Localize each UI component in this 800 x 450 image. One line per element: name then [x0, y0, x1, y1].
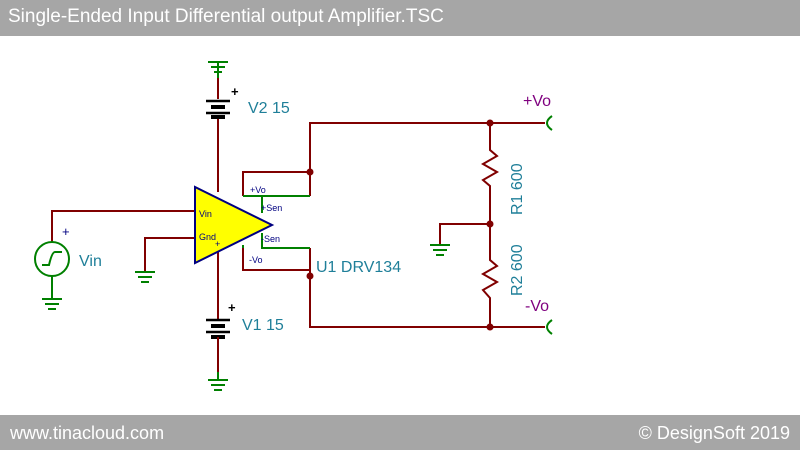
wire-gnd-pin — [144, 237, 195, 272]
vin-polarity: + — [62, 224, 70, 239]
pin-vin-label: Vin — [199, 209, 212, 219]
resistor-r2-icon[interactable] — [480, 255, 500, 304]
wire-vin-to-opamp — [51, 210, 195, 242]
copyright-text: © DesignSoft 2019 — [638, 423, 790, 443]
v2-label: V2 15 — [248, 100, 290, 117]
ground-icon — [135, 271, 155, 283]
ground-icon — [42, 298, 62, 310]
schematic-title: Single-Ended Input Differential output A… — [8, 6, 444, 27]
pin-neg-out-label: -Vo — [249, 255, 263, 265]
pin-wires — [242, 195, 310, 249]
pin-plus-label: + — [215, 239, 220, 249]
output-terminal-negative-icon[interactable] — [546, 319, 553, 335]
junction-dot — [486, 119, 494, 127]
r1-label: R1 600 — [509, 163, 526, 215]
wire-neg-out — [242, 245, 310, 271]
junction-dot — [306, 272, 314, 280]
ground-icon — [208, 61, 228, 78]
wire-pos-out-top — [242, 171, 310, 196]
battery-v1-icon[interactable] — [206, 318, 230, 372]
ground-icon — [430, 244, 450, 256]
wire-mid-ground — [439, 223, 490, 245]
pin-neg-sen-wire — [261, 233, 310, 249]
v1-label: V1 15 — [242, 317, 284, 334]
title-bar: Single-Ended Input Differential output A… — [0, 0, 800, 36]
pin-neg-sen-label: -Sen — [261, 234, 280, 244]
output-terminal-positive-icon[interactable] — [546, 115, 553, 131]
opamp-u1-icon[interactable] — [194, 185, 275, 265]
website-link[interactable]: www.tinacloud.com — [10, 423, 165, 443]
r2-label: R2 600 — [509, 244, 526, 296]
pin-gnd-label: Gnd — [199, 232, 216, 242]
resistor-r1-icon[interactable] — [480, 145, 500, 192]
v1-polarity: + — [228, 300, 236, 315]
schematic-canvas: + V2 15 + V1 15 + Vin — [34, 61, 553, 391]
output-negative-label: -Vo — [525, 298, 549, 315]
footer-bar: www.tinacloud.com © DesignSoft 2019 — [0, 415, 800, 450]
junction-dot — [306, 168, 314, 176]
ground-icon — [208, 372, 228, 391]
junction-dot — [486, 220, 494, 228]
wires — [51, 117, 545, 328]
vin-label: Vin — [79, 253, 102, 270]
output-positive-label: +Vo — [523, 93, 551, 110]
signal-source-icon[interactable] — [34, 241, 70, 299]
battery-v2-icon[interactable] — [206, 78, 230, 119]
u1-label: U1 DRV134 — [316, 259, 401, 276]
junctions — [306, 119, 494, 331]
pin-pos-out-label: +Vo — [250, 185, 266, 195]
v2-polarity: + — [231, 84, 239, 99]
junction-dot — [486, 323, 494, 331]
pin-pos-sen-label: +Sen — [261, 203, 282, 213]
